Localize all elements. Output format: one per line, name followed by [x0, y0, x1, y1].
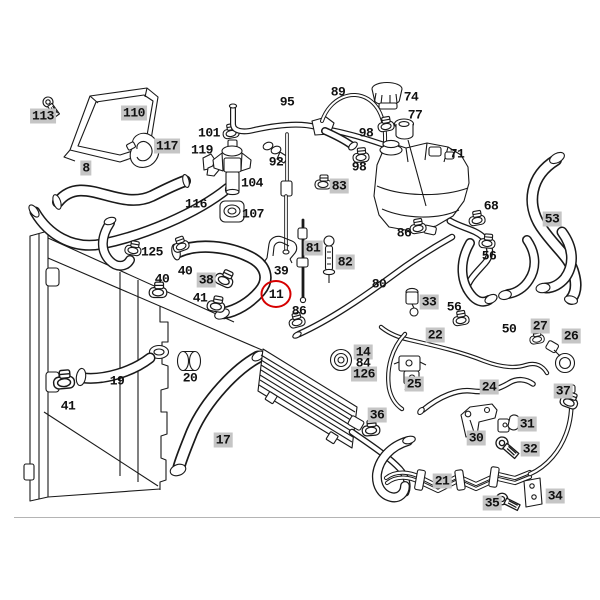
part-label-117: 117: [154, 138, 180, 154]
part-label-31: 31: [517, 416, 537, 432]
part-label-37: 37: [553, 383, 573, 399]
part-label-116: 116: [185, 196, 207, 212]
pipe-21-hook: [371, 435, 416, 503]
part-label-26: 26: [561, 328, 581, 344]
valve-26: [545, 340, 576, 374]
part-label-34: 34: [545, 488, 565, 504]
oil-cooler: [257, 348, 365, 449]
part-label-40: 40: [177, 263, 193, 279]
part-label-104: 104: [241, 175, 263, 191]
part-label-30: 30: [466, 430, 486, 446]
hose-17: [169, 350, 265, 477]
part-label-86: 86: [291, 303, 307, 319]
part-label-40: 40: [154, 271, 170, 287]
part-label-92: 92: [268, 154, 284, 170]
hose-125-hook: [97, 216, 135, 271]
cap-74: [371, 81, 403, 110]
clamp-117-icon: [126, 132, 160, 168]
hose-89: [320, 93, 387, 157]
part-label-77: 77: [407, 107, 423, 123]
hose-53: [526, 151, 582, 305]
part-label-83: 83: [329, 178, 349, 194]
part-label-17: 17: [213, 432, 233, 448]
part-label-98: 98: [358, 125, 374, 141]
part-label-39: 39: [273, 263, 289, 279]
part-label-14: 14: [353, 344, 373, 360]
bolt-82: [322, 235, 336, 283]
level-sensor-77: [393, 118, 415, 140]
part-label-41: 41: [192, 290, 208, 306]
part-label-86: 86: [396, 225, 412, 241]
tube-81: [296, 218, 309, 304]
part-label-35: 35: [482, 495, 502, 511]
part-label-113: 113: [30, 108, 56, 124]
part-label-32: 32: [520, 441, 540, 457]
part-label-80: 80: [371, 276, 387, 292]
part-label-71: 71: [449, 146, 465, 162]
part-label-19: 19: [109, 373, 125, 389]
part-label-89: 89: [330, 84, 346, 100]
part-label-98: 98: [351, 159, 367, 175]
part-label-81: 81: [303, 240, 323, 256]
hose-19: [75, 352, 156, 387]
bracket-34: [523, 477, 543, 508]
part-label-82: 82: [335, 254, 355, 270]
part-label-119: 119: [191, 142, 213, 158]
part-label-33: 33: [419, 294, 439, 310]
part-label-41: 41: [60, 398, 76, 414]
bracket-39: [263, 235, 298, 264]
grommet-126: [329, 348, 353, 372]
radiator: [23, 230, 263, 502]
part-label-95: 95: [279, 94, 295, 110]
part-label-11: 11: [260, 280, 292, 308]
part-label-36: 36: [367, 407, 387, 423]
part-label-110: 110: [121, 105, 147, 121]
expansion-tank: [373, 139, 470, 236]
hose-8: [52, 174, 191, 210]
part-label-22: 22: [425, 327, 445, 343]
grommet-107: [219, 200, 245, 223]
part-label-74: 74: [403, 89, 419, 105]
part-label-56: 56: [481, 248, 497, 264]
part-label-53: 53: [542, 211, 562, 227]
hose-50-branches: [457, 226, 577, 307]
part-label-25: 25: [404, 376, 424, 392]
part-label-21: 21: [432, 473, 452, 489]
page-separator-line: [14, 517, 600, 518]
plug-33: [405, 287, 419, 317]
part-label-101: 101: [198, 125, 220, 141]
part-label-68: 68: [483, 198, 499, 214]
valve-104: [212, 139, 252, 196]
tube-to-level-sensor: [280, 132, 293, 255]
part-label-27: 27: [530, 318, 550, 334]
hose-tank-outlet: [446, 217, 494, 294]
part-label-107: 107: [242, 206, 264, 222]
part-label-24: 24: [479, 379, 499, 395]
hose-80: [292, 233, 456, 339]
part-label-20: 20: [182, 370, 198, 386]
part-label-56: 56: [446, 299, 462, 315]
part-label-38: 38: [196, 272, 216, 288]
part-label-126: 126: [351, 366, 377, 382]
part-label-125: 125: [141, 244, 163, 260]
part-label-8: 8: [80, 160, 92, 176]
part-label-50: 50: [501, 321, 517, 337]
ring-20: [176, 350, 202, 372]
pipes-21: [383, 466, 533, 494]
